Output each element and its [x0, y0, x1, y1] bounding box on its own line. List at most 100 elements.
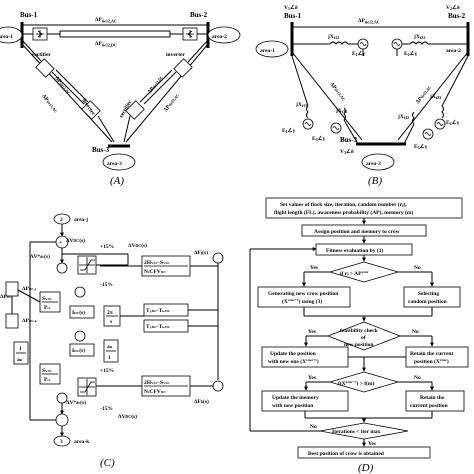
gain-num-top: 2HVSC-SVSC [144, 260, 170, 266]
no4-label: No [310, 424, 317, 430]
decision-1-text: if rj > APj,iter [340, 270, 369, 277]
area-k-label: area-k [74, 439, 90, 445]
inverter-2-label: inverter [166, 52, 185, 58]
sum-junction-2 [56, 262, 68, 274]
svsc-bottom-label: SVSC [42, 368, 53, 374]
p-tie12-dc-label: ΔPtie12,DC [95, 41, 117, 48]
gain-den-bottom: NcCFVDC [144, 389, 166, 395]
caption-a: (A) [110, 175, 124, 187]
jx23-line [441, 55, 469, 107]
ac-tie-23-line [125, 43, 209, 143]
bus-1-label: Bus-1 [284, 12, 302, 20]
one-label: 1 [19, 346, 22, 352]
area-j-label: area-j [74, 217, 88, 223]
dvdc-ref-bottom: ΔV*dc(s) [66, 399, 86, 406]
bus-2-label: Bus-2 [190, 11, 208, 19]
caption-b: (B) [368, 175, 382, 187]
sine-icon [304, 122, 312, 126]
jx12-inductor [329, 41, 349, 45]
dc-23-a [187, 39, 209, 63]
area-2-label: area-2 [446, 48, 461, 54]
tie-13-line [291, 51, 363, 141]
area-3-label: area-3 [107, 161, 122, 167]
jx32-inductor [412, 111, 415, 125]
init-text-2: flight length (FL), awareness probabilit… [274, 209, 413, 216]
retain-text-2: position (Xi,iter) [414, 358, 449, 365]
memory-text-2: with new position [272, 403, 313, 409]
t-dc-k-label: Tj,DC-Tk,DC [146, 324, 171, 330]
dvdc-mid-top: ΔVDC(s) [128, 242, 147, 249]
v3-label: V3∠δ [340, 148, 354, 155]
bus-2-label: Bus-2 [448, 12, 466, 20]
iter-text: Iterations < iter max [332, 429, 381, 435]
minus15-top: -15% [100, 282, 113, 288]
delta-fj-label: ΔFj(s) [194, 249, 208, 256]
plus-sign: + [59, 240, 62, 246]
e23-label: E2∠γ [446, 119, 460, 126]
bus-3-label: Bus-3 [92, 146, 110, 154]
v1-label: V1∠δ [284, 4, 298, 11]
yes4-label: Yes [368, 441, 376, 447]
p-dcj-label: ΔPDC,j [22, 286, 36, 292]
sine-icon [393, 42, 401, 46]
sum-junction-idc-bottom [74, 330, 86, 342]
area-1-node [255, 40, 289, 58]
dvdc-ref-top: ΔV*dc(s) [30, 253, 50, 260]
dc-23-d [123, 115, 131, 143]
idc-top-block [69, 305, 95, 319]
dvdc-top-label: ΔVDC(s) [66, 237, 85, 244]
sine-icon [359, 42, 367, 46]
e21-label: E2∠γ [404, 50, 418, 57]
dc-13-c [55, 69, 89, 103]
minus15-bottom: -15% [100, 406, 113, 412]
idc-top-label: IDC(s) [72, 309, 85, 316]
update-text-2: with new one (Xi,iter+1) [268, 358, 319, 365]
jx13-inductor [306, 105, 309, 119]
generate-text-1: Generating new crow position [268, 291, 338, 297]
bus-1-label: Bus-1 [20, 11, 38, 19]
no2-label: No [412, 329, 419, 335]
decision-fx-fm [328, 371, 400, 393]
retain-current-box [405, 390, 465, 412]
decision-feasibility [326, 321, 402, 351]
jx32-line [403, 123, 415, 145]
sine-icon [436, 122, 444, 126]
area-1-label: area-1 [260, 48, 275, 54]
panel-b: V1∠δ Bus-1 V2∠δ Bus-2 V3∠δ Bus-3 area-1 … [255, 4, 470, 187]
assign-text: Assign position and memory to crow [314, 229, 400, 235]
no3-label: No [414, 375, 421, 381]
retain-mem-text-1: Retain the [420, 395, 445, 401]
area-k-node [53, 435, 71, 447]
idc-bottom-label: IDC(s) [72, 347, 85, 354]
fitness-text: Fitness evaluation by (1) [326, 247, 383, 254]
init-text-1: Set values of flock size, iteration, ran… [280, 201, 407, 208]
feas-text-2: of [361, 335, 366, 341]
jx21-label: jXt21 [413, 34, 425, 40]
svsc-to-left [17, 289, 41, 303]
delta-fk-label: ΔFk(s) [194, 398, 209, 405]
panel-c: 2 area-j + ΔVDC(s) ΔV*dc(s) +15% -15% ΔV… [0, 213, 224, 469]
gain-den-top: NcCFVDC [144, 269, 166, 275]
jx31-line [343, 119, 359, 145]
area-3-label: area-3 [366, 161, 381, 167]
jx31-inductor [343, 107, 346, 121]
p-dck-label: ΔPDC,k [22, 318, 37, 324]
p-tie12-ac-label: ΔPtie12,AC [95, 17, 117, 24]
v2-label: V2∠δ [446, 4, 460, 11]
yes3-label: Yes [308, 375, 316, 381]
dc-13-b [51, 71, 85, 105]
yes1-label: Yes [310, 265, 318, 271]
sum-junction-idc-top [74, 286, 86, 298]
generate-text-2: (Xi,iter+1) using (3) [282, 298, 322, 305]
e13-label: E1∠γ [282, 127, 296, 134]
bus-3-label: Bus-3 [340, 136, 358, 144]
plus15-top: +15% [100, 244, 114, 250]
update-text-1: Update the position [270, 351, 316, 357]
caption-d: (D) [358, 462, 374, 474]
area-2-node [207, 26, 241, 44]
area-1-label: area-1 [0, 34, 13, 40]
decision-3-text: f(Xi,iter+1) > f(m) [338, 380, 374, 387]
two-pi-label: 2π [107, 310, 113, 316]
area-2-label: area-2 [212, 34, 227, 40]
